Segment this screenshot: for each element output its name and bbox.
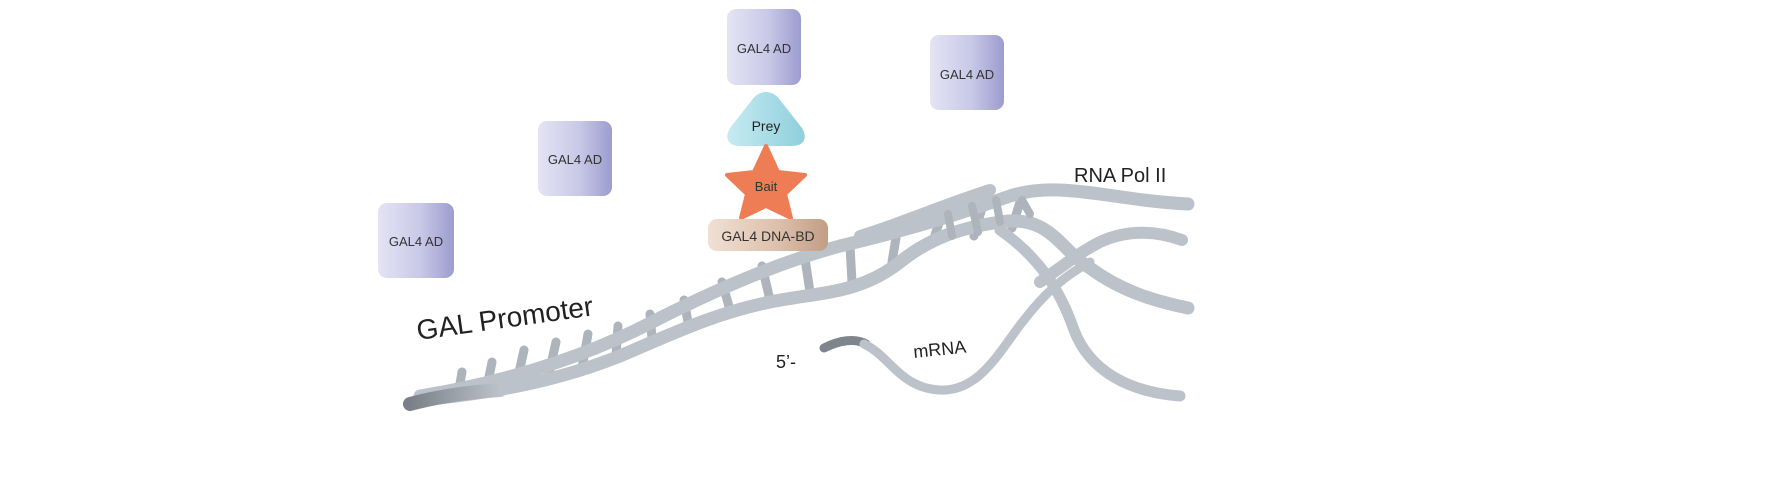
dna-helix [403,183,1195,411]
gal-promoter-label: GAL Promoter [415,290,596,345]
mrna-transcript [819,257,1095,395]
bait-protein: Bait [725,144,807,220]
gal4-ad-box-right: GAL4 AD [930,35,1004,110]
five-prime-label: 5’- [776,352,796,372]
gal4-dna-bd-label: GAL4 DNA-BD [721,228,814,244]
mrna-label: mRNA [912,337,967,362]
gal4-ad-label: GAL4 AD [389,234,443,249]
bait-label: Bait [755,179,778,194]
prey-protein: Prey [727,92,805,146]
gal4-ad-box-center: GAL4 AD [727,9,801,85]
gal4-ad-label: GAL4 AD [940,67,994,82]
gal4-ad-box-left: GAL4 AD [378,203,454,278]
fork-base-pairs [944,196,1034,240]
dna-strand-cross [854,184,1188,288]
rna-pol-label: RNA Pol II [1074,165,1166,187]
dna-strand-upper [413,183,1195,403]
dna-strand-dark-tail [403,383,507,411]
gal4-dna-bd: GAL4 DNA-BD [708,219,828,251]
template-strand [994,224,1186,402]
prey-label: Prey [752,118,781,134]
gal4-ad-box-mid-left: GAL4 AD [538,121,612,196]
gal4-ad-label: GAL4 AD [737,41,791,56]
gal4-ad-label: GAL4 AD [548,152,602,167]
mrna-strand [859,257,1095,395]
